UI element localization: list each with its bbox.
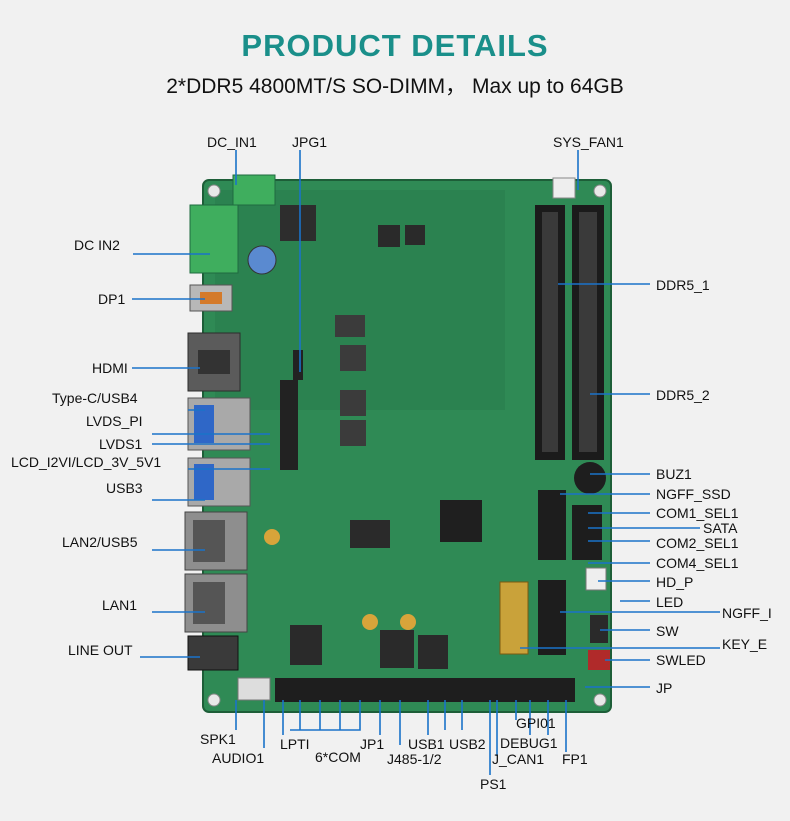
label-hd-p: HD_P [656,574,694,590]
chip [340,420,366,446]
label-j485: J485-1/2 [387,751,442,767]
lvds-header [280,380,298,470]
chip [350,520,390,548]
dc-in1-terminal [232,174,276,206]
label-dc-in1: DC_IN1 [207,134,257,150]
chip [380,630,414,668]
hd-p-header [585,567,607,591]
label-usb3: USB3 [106,480,143,496]
swled-connector [588,650,610,670]
label-led: LED [656,594,684,610]
label-usb1: USB1 [408,736,445,752]
label-swled: SWLED [656,652,706,668]
label-lvds-pi: LVDS_PI [86,413,143,429]
m2-card [499,581,529,655]
page-subtitle: 2*DDR5 4800MT/S SO-DIMM， Max up to 64GB [166,75,624,98]
label-ngff-ssd: NGFF_SSD [656,486,731,502]
ngff-ssd-slot [538,490,566,560]
label-sata: SATA [703,520,738,536]
buzzer [574,462,606,494]
label-lan2: LAN2/USB5 [62,534,138,550]
sw-button [590,615,608,643]
chip [335,315,365,337]
chip [378,225,400,247]
label-lcd-volt: LCD_I2VI/LCD_3V_5V1 [11,454,162,470]
label-buz1: BUZ1 [656,466,692,482]
jpg1-header [293,350,303,380]
chip [418,635,448,669]
label-line-out: LINE OUT [68,642,133,658]
chip [340,345,366,371]
label-ddr5-2: DDR5_2 [656,387,710,403]
capacitor [247,245,277,275]
ngff-e-slot [538,580,566,655]
label-type-c: Type-C/USB4 [52,390,138,406]
dc-in2-connector [189,204,239,274]
label-lvds1: LVDS1 [99,436,143,452]
label-lan1: LAN1 [102,597,138,613]
audio-header [237,677,271,701]
sata-connector [572,505,602,560]
label-usb2: USB2 [449,736,486,752]
label-lpti: LPTI [280,736,310,752]
chip [340,390,366,416]
label-jp1: JP1 [360,736,385,752]
label-j-can1: J_CAN1 [492,751,545,767]
label-com2-sel1: COM2_SEL1 [656,535,739,551]
audio-jack [187,635,239,671]
bottom-headers [275,678,575,702]
label-ddr5-1: DDR5_1 [656,277,710,293]
label-dp1: DP1 [98,291,126,307]
pcb-upper-region [215,190,505,410]
label-debug1: DEBUG1 [500,735,558,751]
label-dc-in2: DC IN2 [74,237,120,253]
label-com4-sel1: COM4_SEL1 [656,555,739,571]
label-gpi01: GPI01 [516,715,556,731]
label-sw: SW [656,623,679,639]
label-sys-fan1: SYS_FAN1 [553,134,624,150]
label-spk1: SPK1 [200,731,236,747]
label-ps1: PS1 [480,776,507,792]
label-ngff-i: NGFF_I [722,605,772,621]
standoff [264,529,280,545]
label-fp1: FP1 [562,751,588,767]
label-jpg1: JPG1 [292,134,328,150]
chip [440,500,482,542]
label-jp: JP [656,680,673,696]
label-audio1: AUDIO1 [212,750,265,766]
label-6com: 6*COM [315,749,361,765]
label-com1-sel1: COM1_SEL1 [656,505,739,521]
standoff [362,614,378,630]
standoff [400,614,416,630]
chip [290,625,322,665]
label-hdmi: HDMI [92,360,128,376]
chip [280,205,316,241]
page-title: PRODUCT DETAILS [241,28,549,63]
chip [405,225,425,245]
sys-fan-header [552,177,576,199]
label-key-e: KEY_E [722,636,768,652]
